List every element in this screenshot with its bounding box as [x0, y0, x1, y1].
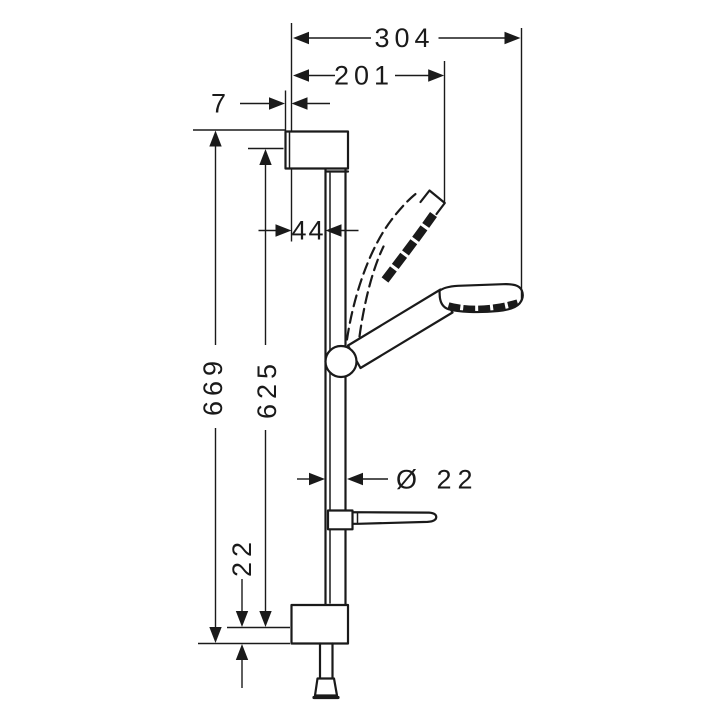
dim-22-label: 22 [227, 537, 257, 577]
slider-holder [324, 344, 358, 379]
dim-7-arrow-right [291, 97, 308, 110]
dim-d22-arrow-left [309, 472, 325, 486]
dimension-bar-diameter: Ø 22 [297, 465, 479, 495]
dim-625-arrow-top [259, 149, 272, 165]
hand-shower-raised-position [345, 189, 446, 341]
dim-625-label: 625 [252, 359, 282, 419]
soap-dish-arm [350, 511, 438, 525]
raised-spray-face-band [381, 212, 437, 283]
extension-lines [193, 23, 523, 645]
slider-knob [324, 344, 358, 379]
raised-head-rim [419, 189, 446, 216]
dim-22-arrow-up [235, 644, 249, 660]
dimension-bottom-offset: 22 [227, 537, 257, 688]
dim-7-label: 7 [211, 89, 231, 119]
dim-44-arrow-right [325, 224, 342, 237]
dim-7-arrow-left [269, 97, 285, 110]
dim-d22-arrow-right [347, 472, 363, 486]
shower-handle [346, 288, 454, 370]
dim-44-arrow-left [275, 224, 292, 237]
dim-669-label: 669 [198, 356, 228, 416]
shower-spray-face [447, 299, 519, 313]
dim-d22-label: Ø 22 [396, 465, 479, 495]
dim-201-arrow-left [293, 69, 309, 82]
dim-201-label: 201 [334, 61, 394, 91]
soap-dish-clamp [326, 509, 354, 531]
raised-outline-back [345, 191, 419, 341]
dim-22-arrow-down [235, 611, 249, 627]
dimension-bar-length: 625 [252, 149, 282, 627]
dimension-total-projection: 304 [293, 23, 521, 53]
top-bracket-body [284, 130, 350, 170]
dim-625-arrow-bottom [259, 611, 272, 627]
hand-shower [346, 283, 524, 370]
dim-44-label: 44 [291, 216, 325, 246]
dimension-head-projection: 201 [293, 61, 445, 91]
top-bracket [284, 130, 350, 173]
raised-outline-front [358, 245, 385, 338]
dim-304-label: 304 [374, 23, 434, 53]
dimension-wall-to-bar: 44 [258, 216, 359, 246]
dim-669-arrow-bottom [209, 627, 222, 643]
dim-669-arrow-top [209, 130, 222, 147]
dim-304-arrow-left [293, 31, 309, 45]
dimension-cap-offset: 7 [211, 89, 330, 119]
dimension-total-height: 669 [198, 130, 228, 643]
hose-connector [312, 642, 340, 700]
dim-304-arrow-right [504, 31, 521, 45]
slide-bar [324, 167, 347, 607]
soap-dish [326, 509, 438, 531]
bottom-bracket-body [290, 603, 350, 645]
bottom-bracket [290, 603, 350, 645]
dim-201-arrow-right [428, 69, 445, 82]
fixture-drawing [284, 130, 524, 700]
hose-cone-nut [313, 677, 339, 697]
dimensions: 304 201 7 44 [193, 23, 523, 688]
